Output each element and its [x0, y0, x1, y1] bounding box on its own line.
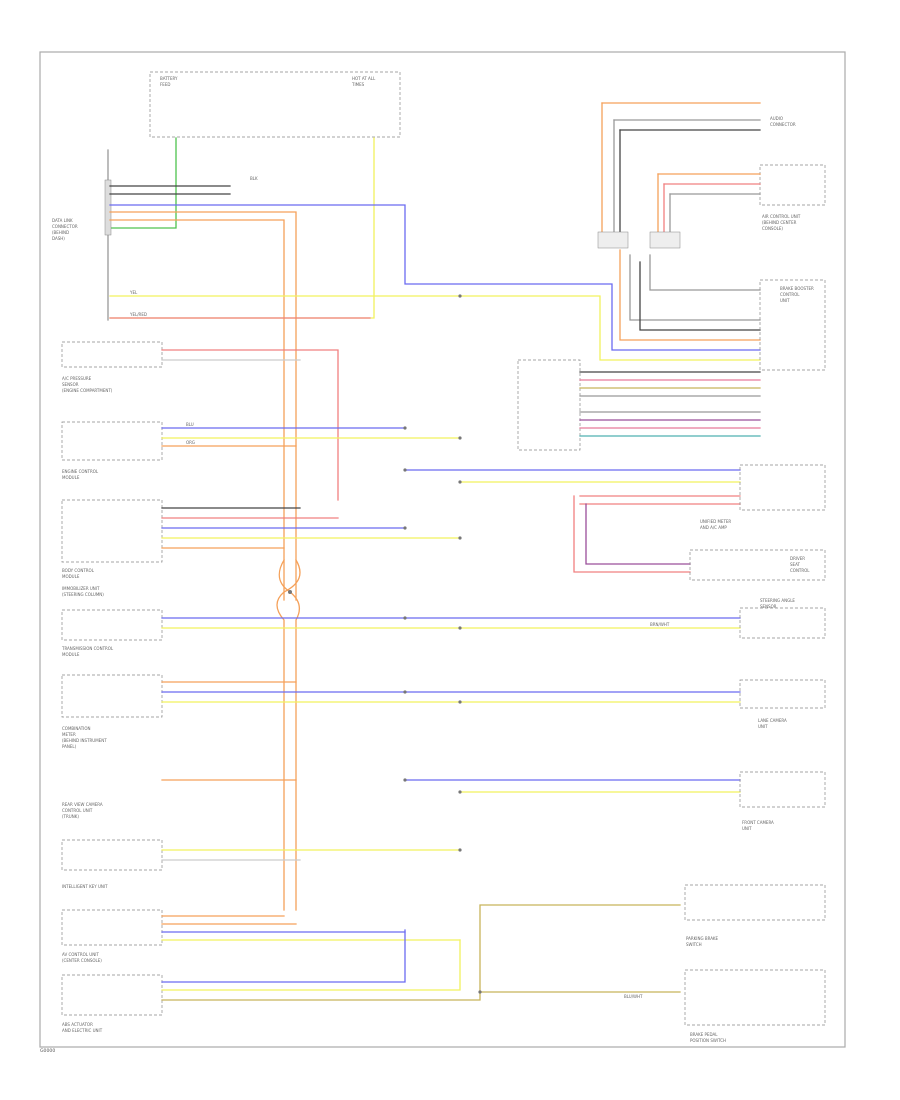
left-module-av-control: AV CONTROL UNIT (CENTER CONSOLE)	[61, 909, 461, 963]
module-label-r7-1: LANE CAMERA	[758, 718, 787, 723]
module-label-m6-1: TRANSMISSION CONTROL	[61, 646, 114, 651]
left-module-combination-meter: COMBINATION METER (BEHIND INSTRUMENT PAN…	[61, 674, 741, 749]
module-label-r5-3: CONTROL	[790, 568, 810, 573]
module-label-m3-2: MODULE	[62, 475, 80, 480]
module-label-m8-3: (TRUNK)	[62, 814, 79, 819]
module-label-r5-2: SEAT	[790, 562, 800, 567]
diagram-frame	[39, 51, 846, 1048]
junction-label: BLK	[250, 176, 258, 181]
module-label-m2-1: A/C PRESSURE	[62, 376, 92, 381]
module-label-r3-1: BRAKE BOOSTER	[780, 286, 814, 291]
wire-tag-org: ORG	[186, 440, 195, 445]
wire-tag-red: YEL/RED	[129, 312, 147, 317]
module-label-m11-1: ABS ACTUATOR	[62, 1022, 93, 1027]
right-wire-group-mid	[517, 359, 761, 451]
module-label-m3-1: ENGINE CONTROL	[62, 469, 99, 474]
right-module-driver-seat: DRIVER SEAT CONTROL	[689, 549, 826, 581]
wire-tag-yel: YEL	[129, 290, 138, 295]
right-module-brake-booster: BRAKE BOOSTER CONTROL UNIT	[759, 279, 826, 371]
module-label-m7-4: PANEL)	[62, 744, 77, 749]
wire-tag-brnwht: BRN/WHT	[650, 622, 670, 627]
module-label-m10-2: (CENTER CONSOLE)	[62, 958, 102, 963]
module-label-m8-2: CONTROL UNIT	[62, 808, 93, 813]
module-label-r6-1: STEERING ANGLE	[760, 598, 795, 603]
footer-code: G0000	[40, 1048, 55, 1054]
module-label-r3-2: CONTROL	[780, 292, 800, 297]
module-label-r2-2: (BEHIND CENTER	[762, 220, 797, 225]
module-label-m1-2: CONNECTOR	[52, 224, 78, 229]
left-module-ecm: ENGINE CONTROL MODULE	[61, 421, 461, 480]
module-label-r1-1: AUDIO	[770, 116, 783, 121]
module-label-m11-2: AND ELECTRIC UNIT	[62, 1028, 103, 1033]
right-module-steering: STEERING ANGLE SENSOR	[739, 598, 826, 639]
wire-tags: YEL YEL/RED BLU ORG BRN/WHT BLU/WHT	[129, 290, 670, 999]
module-label-r6-2: SENSOR	[760, 604, 777, 609]
module-label-m2-2: SENSOR	[62, 382, 79, 387]
module-label-m8-1: REAR VIEW CAMERA	[62, 802, 103, 807]
splice-points	[403, 294, 482, 994]
module-label-r2-3: CONSOLE)	[762, 226, 783, 231]
module-label-r9-1: PARKING BRAKE	[686, 936, 719, 941]
top-fuse-block: BATTERY FEED HOT AT ALL TIMES	[149, 71, 401, 138]
module-label-r2-1: AIR CONTROL UNIT	[762, 214, 801, 219]
module-label-m4-1: BODY CONTROL	[62, 568, 95, 573]
module-label-r4-1: UNIFIED METER	[700, 519, 731, 524]
right-module-lane-camera: LANE CAMERA UNIT	[739, 679, 826, 729]
wire-tag-blu: BLU	[186, 422, 194, 427]
module-label-m4-2: MODULE	[62, 574, 80, 579]
left-module-rear-camera: REAR VIEW CAMERA CONTROL UNIT (TRUNK)	[62, 779, 297, 819]
module-label-r8-1: FRONT CAMERA	[742, 820, 774, 825]
right-module-unified-meter: UNIFIED METER AND A/C AMP	[700, 464, 826, 530]
fuse-right-label-2: TIMES	[351, 82, 365, 87]
left-module-intelligent-key: INTELLIGENT KEY UNIT	[61, 839, 461, 889]
module-label-r10-2: POSITION SWITCH	[690, 1038, 726, 1043]
module-label-m7-2: METER	[62, 732, 76, 737]
left-module-bcm: BODY CONTROL MODULE	[61, 499, 461, 579]
module-label-r3-3: UNIT	[780, 298, 790, 303]
left-module-abs: ABS ACTUATOR AND ELECTRIC UNIT	[61, 904, 681, 1033]
module-label-r1-2: CONNECTOR	[770, 122, 796, 127]
wire-tag-bluwht: BLU/WHT	[624, 994, 643, 999]
fuse-right-label-1: HOT AT ALL	[352, 76, 376, 81]
module-label-m10-1: AV CONTROL UNIT	[62, 952, 99, 957]
module-label-m1-4: DASH)	[52, 236, 65, 241]
right-module-brake-pedal: BRAKE PEDAL POSITION SWITCH	[684, 969, 826, 1043]
module-label-r9-2: SWITCH	[686, 942, 702, 947]
connector-pin-stack	[104, 149, 112, 321]
right-module-audio: AUDIO CONNECTOR	[601, 102, 796, 241]
fuse-left-label-2: FEED	[160, 82, 170, 87]
module-label-r10-1: BRAKE PEDAL	[690, 1032, 718, 1037]
module-label-r8-2: UNIT	[742, 826, 752, 831]
right-module-front-camera: FRONT CAMERA UNIT	[739, 771, 826, 831]
module-label-m1-1: DATA LINK	[52, 218, 73, 223]
connector-block-2	[649, 231, 681, 249]
fuse-left-label-1: BATTERY	[160, 76, 178, 81]
left-module-immobilizer: IMMOBILIZER UNIT (STEERING COLUMN)	[62, 586, 104, 597]
right-module-parking-brake: PARKING BRAKE SWITCH	[684, 884, 826, 947]
module-label-m5-1: IMMOBILIZER UNIT	[62, 586, 100, 591]
module-label-m2-3: (ENGINE COMPARTMENT)	[62, 388, 113, 393]
left-module-tcm: TRANSMISSION CONTROL MODULE	[61, 609, 741, 657]
module-label-m7-1: COMBINATION	[62, 726, 91, 731]
module-label-m6-2: MODULE	[62, 652, 80, 657]
connector-block-1	[597, 231, 629, 249]
left-module-ac-sensor: A/C PRESSURE SENSOR (ENGINE COMPARTMENT)	[61, 341, 339, 501]
module-label-m9-1: INTELLIGENT KEY UNIT	[62, 884, 108, 889]
module-label-m7-3: (BEHIND INSTRUMENT	[62, 738, 107, 743]
module-label-r7-2: UNIT	[758, 724, 768, 729]
right-module-air-control: AIR CONTROL UNIT (BEHIND CENTER CONSOLE)	[657, 164, 826, 241]
module-label-m5-2: (STEERING COLUMN)	[62, 592, 104, 597]
module-label-r5-1: DRIVER	[790, 556, 805, 561]
module-label-m1-3: (BEHIND	[52, 230, 69, 235]
module-label-r4-2: AND A/C AMP	[700, 525, 727, 530]
